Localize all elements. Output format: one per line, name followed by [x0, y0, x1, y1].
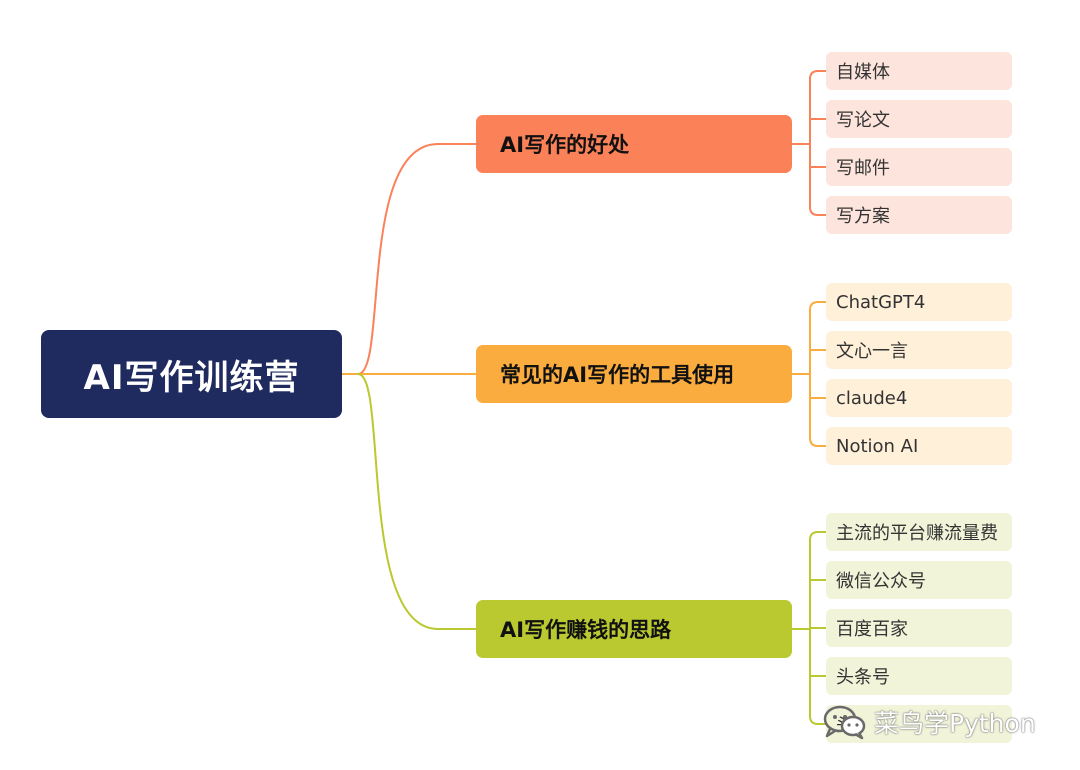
leaf-chatgpt4[interactable]: ChatGPT4	[826, 283, 1012, 321]
leaf-wechat-official-account[interactable]: 微信公众号	[826, 561, 1012, 599]
leaf-claude4[interactable]: claude4	[826, 379, 1012, 417]
leaf-wenxin-yiyan[interactable]: 文心一言	[826, 331, 1012, 369]
branch-node-benefits[interactable]: AI写作的好处	[476, 115, 792, 173]
leaf-self-media[interactable]: 自媒体	[826, 52, 1012, 90]
leaf-connector-0-3	[809, 143, 827, 216]
leaf-write-email[interactable]: 写邮件	[826, 148, 1012, 186]
leaf-connector-2-4	[809, 628, 827, 725]
leaf-connector-1-3	[809, 373, 827, 447]
leaf-platform-traffic-fee[interactable]: 主流的平台赚流量费	[826, 513, 1012, 551]
watermark: 菜鸟学Python	[822, 702, 1036, 742]
leaf-connector-0-0	[809, 70, 827, 145]
branch-connector-0	[357, 143, 477, 375]
watermark-text: 菜鸟学Python	[874, 709, 1036, 738]
leaf-baidu-baijia[interactable]: 百度百家	[826, 609, 1012, 647]
root-node[interactable]: AI写作训练营	[41, 330, 342, 418]
branch-node-tools[interactable]: 常见的AI写作的工具使用	[476, 345, 792, 403]
leaf-write-proposal[interactable]: 写方案	[826, 196, 1012, 234]
leaf-notion-ai[interactable]: Notion AI	[826, 427, 1012, 465]
wechat-icon	[823, 705, 866, 740]
leaf-toutiao[interactable]: 头条号	[826, 657, 1012, 695]
leaf-connector-2-0	[809, 531, 827, 630]
branch-node-earning[interactable]: AI写作赚钱的思路	[476, 600, 792, 658]
leaf-write-paper[interactable]: 写论文	[826, 100, 1012, 138]
leaf-connector-1-0	[809, 301, 827, 375]
branch-connector-2	[357, 373, 477, 630]
